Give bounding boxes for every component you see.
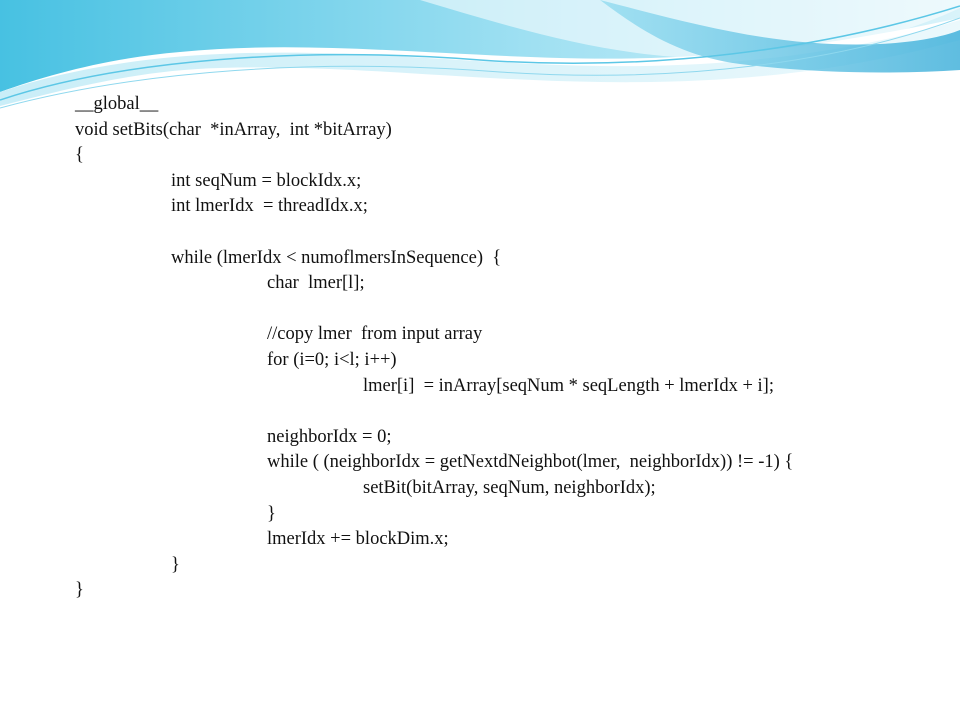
code-line: //copy lmer from input array [267, 324, 483, 345]
code-line: } [75, 580, 84, 601]
code-line: __global__ [75, 94, 159, 114]
code-line: } [267, 503, 276, 524]
code-blank-line [75, 220, 793, 246]
code-line: { [75, 145, 84, 166]
wave-swoosh-right [600, 0, 960, 73]
code-line: for (i=0; i<l; i++) [267, 349, 397, 370]
code-line: char lmer[l]; [267, 273, 365, 294]
code-blank-line [75, 399, 793, 425]
code-line: neighborIdx = 0; [267, 426, 392, 447]
code-line: lmer[i] = inArray[seqNum * seqLength + l… [363, 375, 774, 396]
code-line: int seqNum = blockIdx.x; [171, 170, 362, 191]
wave-band-pale [0, 20, 960, 106]
code-line: } [171, 554, 180, 575]
code-line: setBit(bitArray, seqNum, neighborIdx); [363, 477, 656, 498]
code-line: lmerIdx += blockDim.x; [267, 529, 449, 550]
header-wave-decoration [0, 0, 960, 109]
code-blank-line [75, 297, 793, 323]
wave-line-1 [0, 5, 960, 101]
code-line: void setBits(char *inArray, int *bitArra… [75, 119, 392, 140]
code-line: while (lmerIdx < numoflmersInSequence) { [171, 247, 502, 268]
code-listing: __global__void setBits(char *inArray, in… [75, 92, 793, 604]
code-line: int lmerIdx = threadIdx.x; [171, 196, 368, 217]
wave-line-2 [0, 17, 960, 109]
code-line: while ( (neighborIdx = getNextdNeighbot(… [267, 452, 794, 473]
